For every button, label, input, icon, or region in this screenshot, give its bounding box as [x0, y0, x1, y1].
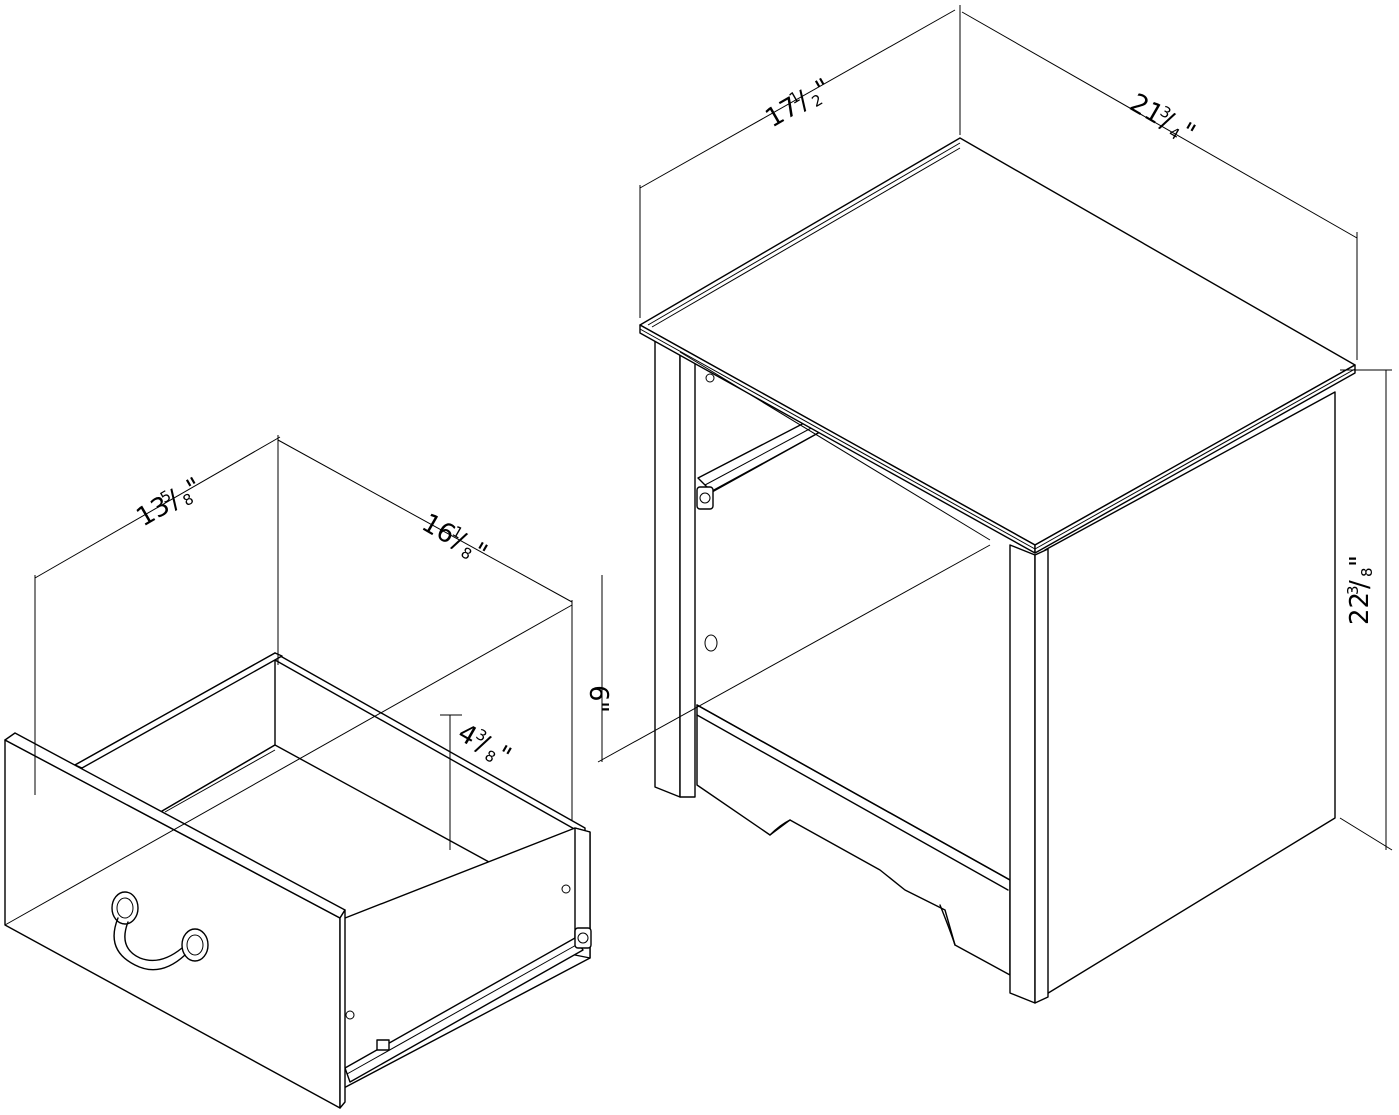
nightstand-front-right-leg — [1009, 544, 1036, 1004]
label-table-height: 22 3 / 8 " — [1344, 555, 1376, 625]
drawer — [4, 652, 592, 1109]
dimension-lines — [4, 5, 1393, 926]
svg-text:": " — [1345, 555, 1375, 567]
svg-text:6: 6 — [583, 685, 613, 702]
svg-text:/: / — [1345, 580, 1375, 589]
svg-text:22: 22 — [1345, 592, 1375, 625]
nightstand-top — [639, 137, 1356, 554]
drawer-pull-handle-icon — [111, 891, 209, 971]
nightstand — [639, 137, 1356, 1004]
nightstand-bottom-apron — [696, 704, 1011, 976]
label-table-depth: 21 3 / 4 " — [1125, 88, 1201, 149]
drawer-slide — [344, 927, 592, 1083]
svg-text:8: 8 — [1358, 567, 1376, 577]
nightstand-drawer-slide — [696, 373, 821, 652]
label-table-width: 17 1 / 2 " — [761, 73, 837, 134]
label-drawer-height: 6 " — [583, 685, 613, 713]
svg-text:3: 3 — [1344, 585, 1362, 595]
svg-text:": " — [583, 701, 613, 713]
label-drawer-width: 13 5 / 8 " — [132, 472, 208, 533]
label-drawer-depth: 16 1 / 8 " — [417, 508, 493, 569]
